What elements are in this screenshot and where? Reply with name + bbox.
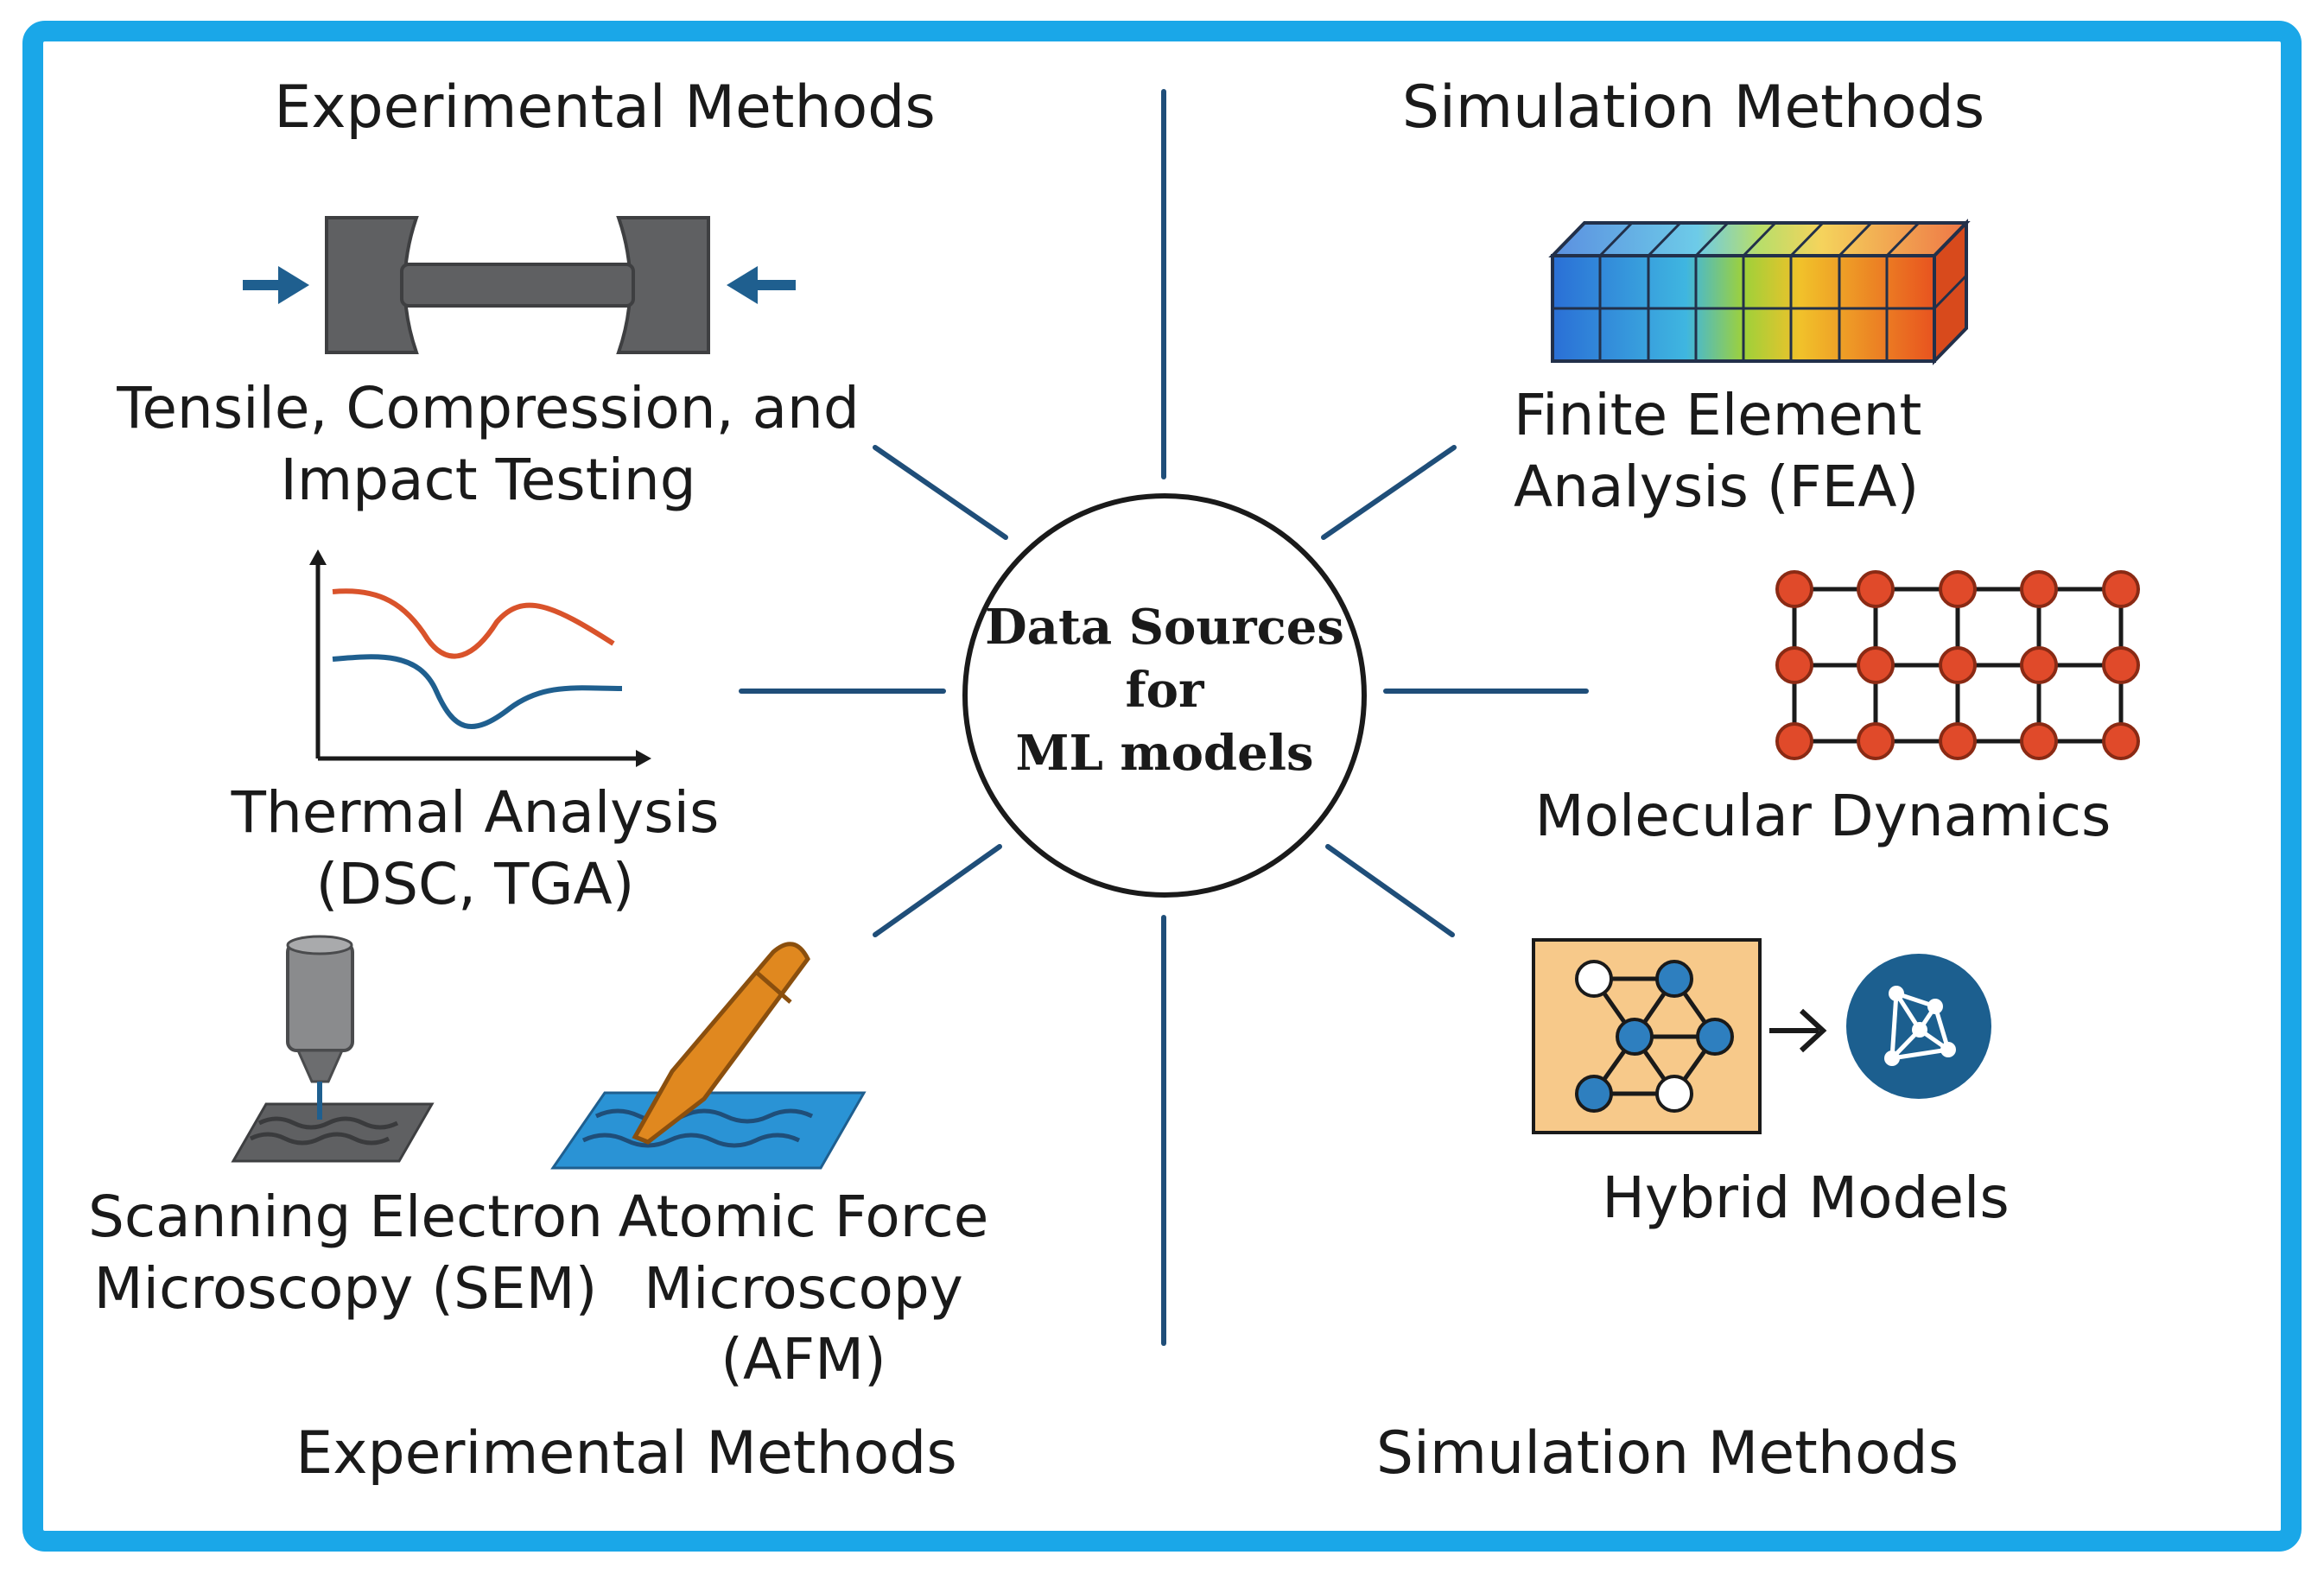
label-sem: Scanning Electron Microscopy (SEM) <box>69 1182 622 1324</box>
ml-model-icon <box>1846 954 1991 1099</box>
outer-frame <box>22 21 2302 1552</box>
label-thermal-analysis: Thermal Analysis (DSC, TGA) <box>173 777 778 920</box>
label-fea-line2: Analysis (FEA) <box>1514 453 1920 520</box>
arrow-right-icon <box>243 266 309 304</box>
fea-mesh-icon <box>1548 219 1971 365</box>
label-afm-line3: (AFM) <box>721 1326 886 1393</box>
connector-lower-right <box>1325 844 1455 937</box>
label-afm-line1: Atomic Force <box>618 1184 989 1250</box>
tensile-test-icon <box>243 216 796 354</box>
atom-node <box>1939 570 1977 608</box>
thermal-curve-icon <box>309 549 651 767</box>
atom-node <box>1939 722 1977 760</box>
label-mechanical-line1: Tensile, Compression, and <box>117 375 860 441</box>
atom-node <box>1857 570 1895 608</box>
center-label-line1: Data Sources <box>985 599 1344 656</box>
heading-experimental-top: Experimental Methods <box>274 73 936 142</box>
afm-cantilever-icon <box>550 942 867 1170</box>
label-fea-line1: Finite Element <box>1514 382 1922 448</box>
sem-probe-icon <box>231 935 435 1163</box>
center-label-line2: for <box>1125 661 1204 719</box>
atom-node <box>1857 646 1895 684</box>
connector-upper-left <box>873 445 1008 540</box>
atom-node <box>1857 722 1895 760</box>
center-label-line3: ML models <box>1015 724 1314 782</box>
label-afm: Atomic Force Microscopy (AFM) <box>605 1182 1002 1396</box>
heading-experimental-bottom: Experimental Methods <box>295 1419 957 1488</box>
atom-node <box>2102 570 2140 608</box>
label-thermal-line1: Thermal Analysis <box>231 779 720 846</box>
arrow-right-icon <box>1769 1008 1827 1053</box>
atom-node <box>2102 646 2140 684</box>
atom-node <box>2020 722 2058 760</box>
connector-upper-right <box>1321 445 1457 540</box>
label-mechanical-line2: Impact Testing <box>280 446 696 513</box>
atom-node <box>2102 722 2140 760</box>
label-sem-line2: Microscopy (SEM) <box>93 1254 598 1322</box>
label-molecular-dynamics: Molecular Dynamics <box>1534 783 2111 849</box>
label-thermal-line2: (DSC, TGA) <box>315 850 635 917</box>
atom-lattice-icon <box>1775 570 2140 760</box>
heading-simulation-bottom: Simulation Methods <box>1375 1419 1959 1488</box>
center-circle <box>962 493 1367 898</box>
atom-node <box>1939 646 1977 684</box>
center-label: Data Sources for ML models <box>983 596 1346 784</box>
label-hybrid-models: Hybrid Models <box>1602 1165 2010 1231</box>
atom-node <box>1775 570 1813 608</box>
heading-simulation-top: Simulation Methods <box>1401 73 1985 142</box>
network-graph-icon <box>1532 938 1991 1134</box>
atom-node <box>1775 646 1813 684</box>
label-sem-line1: Scanning Electron <box>87 1184 604 1250</box>
label-mechanical-testing: Tensile, Compression, and Impact Testing <box>86 373 890 516</box>
label-afm-line2: Microscopy <box>644 1254 963 1322</box>
atom-node <box>1775 722 1813 760</box>
connector-lines <box>739 89 1589 1346</box>
arrow-left-icon <box>727 266 796 304</box>
atom-node <box>2020 570 2058 608</box>
connector-lower-left <box>873 844 1002 937</box>
label-fea: Finite Element Analysis (FEA) <box>1514 380 1997 523</box>
atom-node <box>2020 646 2058 684</box>
